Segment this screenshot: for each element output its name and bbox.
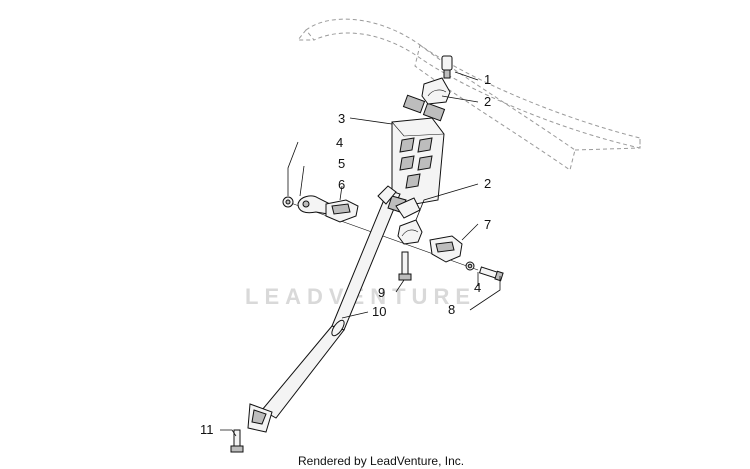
bolt-part-9 [398, 251, 412, 281]
callout-8: 8 [448, 302, 455, 317]
callout-7: 7 [484, 217, 491, 232]
bolt-part-8 [478, 266, 504, 282]
callout-4-left: 4 [336, 135, 343, 150]
steering-post-part-10 [247, 185, 421, 433]
steering-arm-part-6 [325, 199, 359, 223]
callout-9: 9 [378, 285, 385, 300]
callout-10: 10 [372, 304, 386, 319]
callout-2-lower: 2 [484, 176, 491, 191]
callout-2-upper: 2 [484, 94, 491, 109]
callout-3: 3 [338, 111, 345, 126]
riser-block-part-3 [391, 117, 445, 207]
clamp-part-2-lower [397, 219, 423, 245]
bolt-part-1 [441, 55, 453, 79]
leader-lines [220, 71, 501, 437]
nut-part-4-right [465, 261, 475, 271]
handlebar-outline [296, 18, 641, 171]
clamp-cap-part-2-upper [421, 77, 451, 105]
callout-4-right: 4 [474, 280, 481, 295]
tie-rod-end-part-5 [297, 195, 331, 215]
callout-numbers: 1 2 3 4 5 6 2 7 4 8 9 10 11 [200, 72, 491, 437]
steering-arm-part-7 [429, 235, 463, 263]
bolt-part-11 [230, 429, 244, 453]
callout-1: 1 [484, 72, 491, 87]
callout-6: 6 [338, 177, 345, 192]
callout-5: 5 [338, 156, 345, 171]
callout-11: 11 [200, 422, 214, 437]
footer-credit: Rendered by LeadVenture, Inc. [298, 454, 464, 468]
nut-part-4-left [282, 196, 294, 208]
